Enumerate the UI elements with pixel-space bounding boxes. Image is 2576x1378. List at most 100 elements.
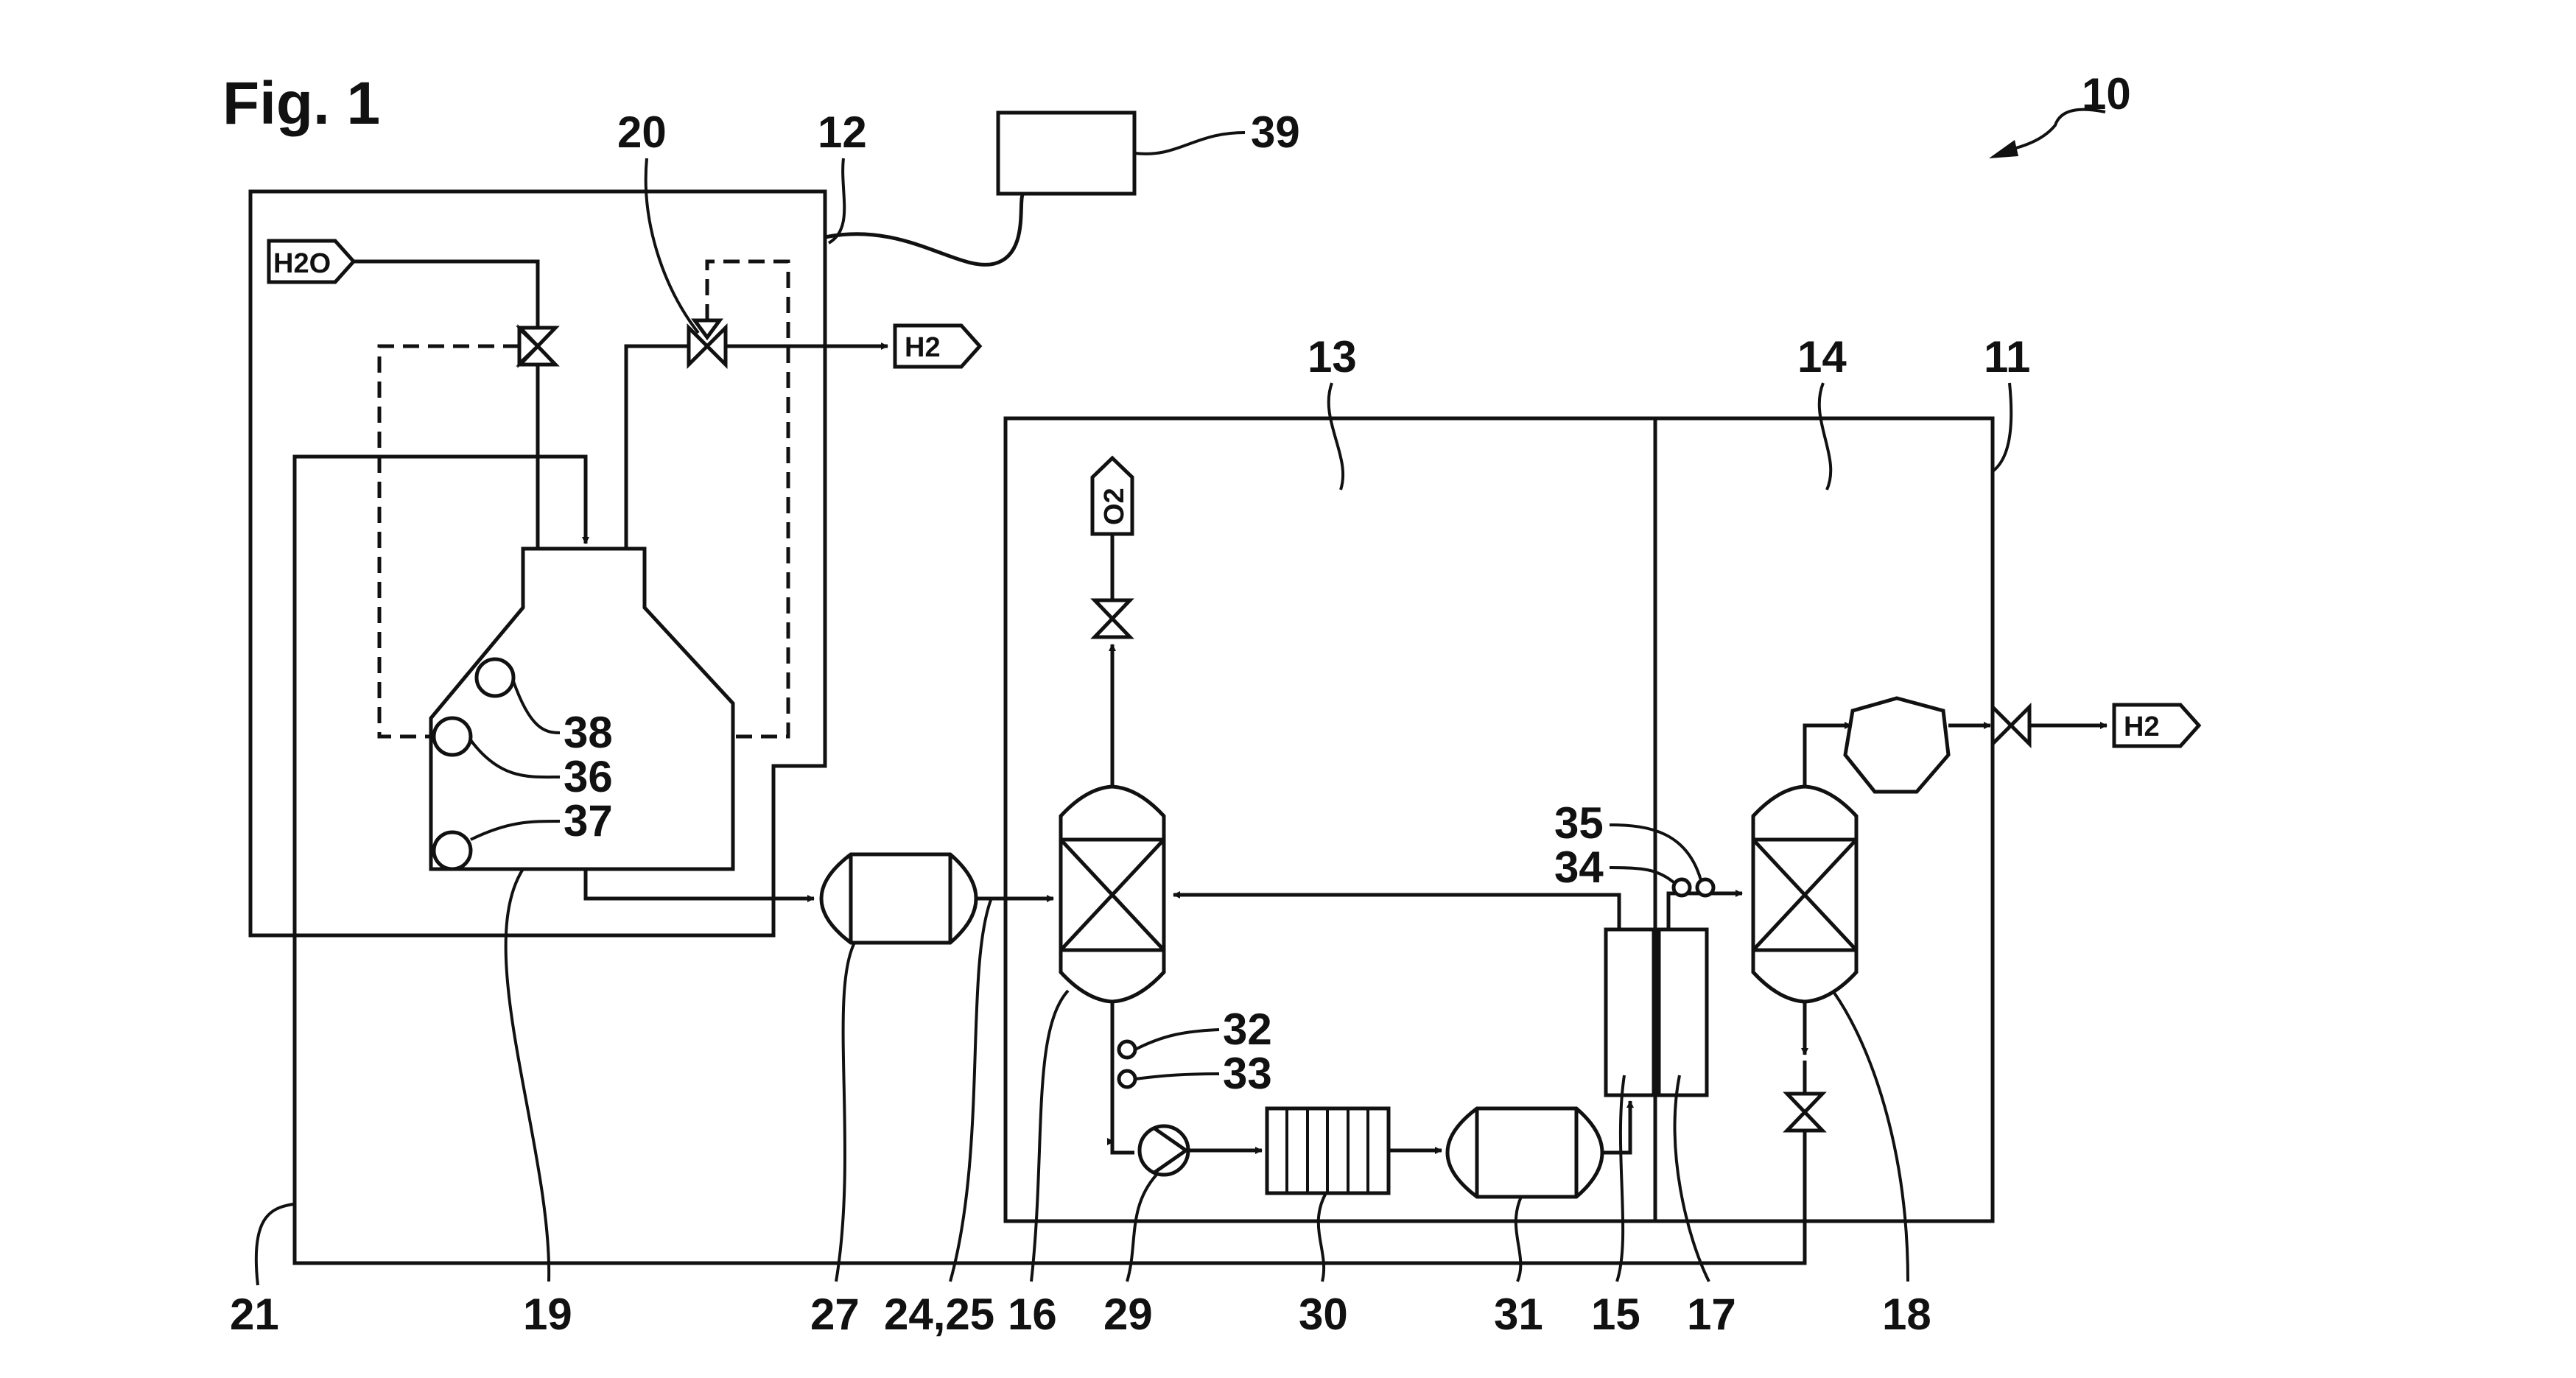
label-19: 19 bbox=[523, 1290, 572, 1339]
leader-37 bbox=[470, 820, 561, 841]
leader-18 bbox=[1833, 991, 1909, 1282]
leader-20 bbox=[644, 158, 700, 334]
label-36: 36 bbox=[564, 752, 613, 801]
sensor-36 bbox=[432, 716, 473, 757]
leader-33 bbox=[1134, 1072, 1220, 1080]
label-37: 37 bbox=[564, 796, 613, 846]
label-38: 38 bbox=[564, 708, 613, 757]
leader-10 bbox=[2003, 108, 2106, 152]
cell-15 bbox=[1604, 927, 1656, 1097]
h2-outlet-label-top: H2 bbox=[905, 332, 941, 363]
leader-35 bbox=[1609, 823, 1702, 881]
o2-outlet-label: O2 bbox=[1099, 488, 1130, 525]
cell-17 bbox=[1657, 927, 1709, 1097]
water-inlet-valve bbox=[516, 324, 560, 368]
leader-14 bbox=[1817, 382, 1833, 491]
plant-11 bbox=[1003, 416, 1995, 1223]
label-39: 39 bbox=[1251, 108, 1300, 157]
sensor-35 bbox=[1695, 877, 1716, 898]
pump-29-impeller bbox=[1153, 1126, 1190, 1175]
h2-outlet-tag-top bbox=[893, 323, 983, 369]
o2-valve bbox=[1090, 598, 1134, 639]
label-11: 11 bbox=[1984, 332, 2030, 382]
label-35: 35 bbox=[1554, 798, 1604, 848]
leader-13 bbox=[1327, 382, 1345, 491]
reactor-outlet-line bbox=[1107, 1002, 1115, 1145]
leader-12 bbox=[827, 158, 846, 245]
label-31: 31 bbox=[1494, 1290, 1543, 1339]
tank-31 bbox=[1445, 1106, 1604, 1199]
buffer-tank-27 bbox=[819, 852, 978, 945]
leader-30 bbox=[1316, 1192, 1327, 1282]
return-valve bbox=[1783, 1091, 1827, 1133]
reactor-18-outlet-line bbox=[1803, 722, 1852, 787]
heat-exchanger-30-fins bbox=[1285, 1108, 1369, 1193]
label-13: 13 bbox=[1308, 332, 1357, 382]
label-10: 10 bbox=[2082, 69, 2131, 119]
h2-outlet-tag-right bbox=[2112, 703, 2202, 748]
leader-16 bbox=[1030, 989, 1070, 1282]
label-30: 30 bbox=[1299, 1290, 1348, 1339]
label-27: 27 bbox=[810, 1290, 860, 1339]
label-12: 12 bbox=[818, 108, 867, 157]
leader-24-25 bbox=[949, 899, 992, 1282]
o2-outlet-tag bbox=[1090, 455, 1134, 536]
sensor-38 bbox=[474, 657, 516, 698]
leader-32 bbox=[1134, 1028, 1220, 1051]
compressor bbox=[1843, 696, 1951, 794]
leader-31 bbox=[1514, 1196, 1523, 1282]
h2o-line bbox=[354, 259, 540, 328]
h2-product-valve bbox=[1990, 702, 2032, 749]
leader-29 bbox=[1126, 1173, 1158, 1282]
figure-title: Fig. 1 bbox=[222, 70, 380, 137]
label-20: 20 bbox=[617, 108, 667, 157]
sensor-33 bbox=[1117, 1069, 1137, 1089]
h2-line-to-tank bbox=[624, 344, 689, 549]
h2o-inlet-label: H2O bbox=[273, 248, 331, 279]
signal-cable bbox=[824, 191, 1025, 267]
control-line-water-valve bbox=[377, 344, 519, 739]
label-34: 34 bbox=[1554, 843, 1604, 892]
leader-39 bbox=[1134, 131, 1246, 155]
controller-box-39 bbox=[996, 110, 1137, 196]
sensor-37 bbox=[432, 830, 473, 871]
leader-36 bbox=[469, 739, 561, 779]
leader-27 bbox=[835, 942, 856, 1282]
metal-hydride-tank-19 bbox=[429, 546, 735, 871]
leader-17 bbox=[1673, 1075, 1710, 1282]
leader-34 bbox=[1609, 866, 1675, 884]
arrowhead-10 bbox=[1989, 140, 2018, 158]
control-line-h2-valve bbox=[705, 259, 790, 739]
sensor-34 bbox=[1671, 877, 1692, 898]
cell-17-outlet-line bbox=[1666, 890, 1743, 929]
return-line-21-bottom bbox=[292, 1131, 1807, 1265]
label-29: 29 bbox=[1103, 1290, 1153, 1339]
tank-outlet-line bbox=[583, 869, 815, 902]
leader-21 bbox=[254, 1203, 294, 1286]
tank-31-to-cell-15 bbox=[1602, 1100, 1634, 1155]
leader-19 bbox=[504, 868, 551, 1282]
label-16: 16 bbox=[1008, 1290, 1057, 1339]
label-17: 17 bbox=[1687, 1290, 1736, 1339]
recycle-line bbox=[1173, 891, 1621, 928]
leader-15 bbox=[1615, 1075, 1626, 1282]
label-14: 14 bbox=[1797, 332, 1847, 382]
h2o-inlet-tag bbox=[267, 239, 357, 284]
enclosure-12 bbox=[248, 189, 827, 938]
label-18: 18 bbox=[1882, 1290, 1931, 1339]
h2-outlet-label-right: H2 bbox=[2124, 711, 2160, 742]
reactor-16-bed-x2 bbox=[1059, 838, 1165, 952]
label-24-25: 24,25 bbox=[884, 1290, 994, 1339]
reactor-16-bed bbox=[1059, 837, 1166, 952]
return-line-21 bbox=[292, 454, 589, 1208]
label-32: 32 bbox=[1223, 1005, 1272, 1054]
leader-11 bbox=[1991, 382, 2013, 473]
label-15: 15 bbox=[1591, 1290, 1640, 1339]
sensor-32 bbox=[1117, 1039, 1137, 1060]
reactor-18-bed-x2 bbox=[1752, 838, 1858, 952]
leader-38 bbox=[512, 681, 561, 734]
label-33: 33 bbox=[1223, 1049, 1272, 1098]
pump-inlet-line bbox=[1110, 1142, 1134, 1155]
reactor-18-bed bbox=[1751, 837, 1859, 952]
